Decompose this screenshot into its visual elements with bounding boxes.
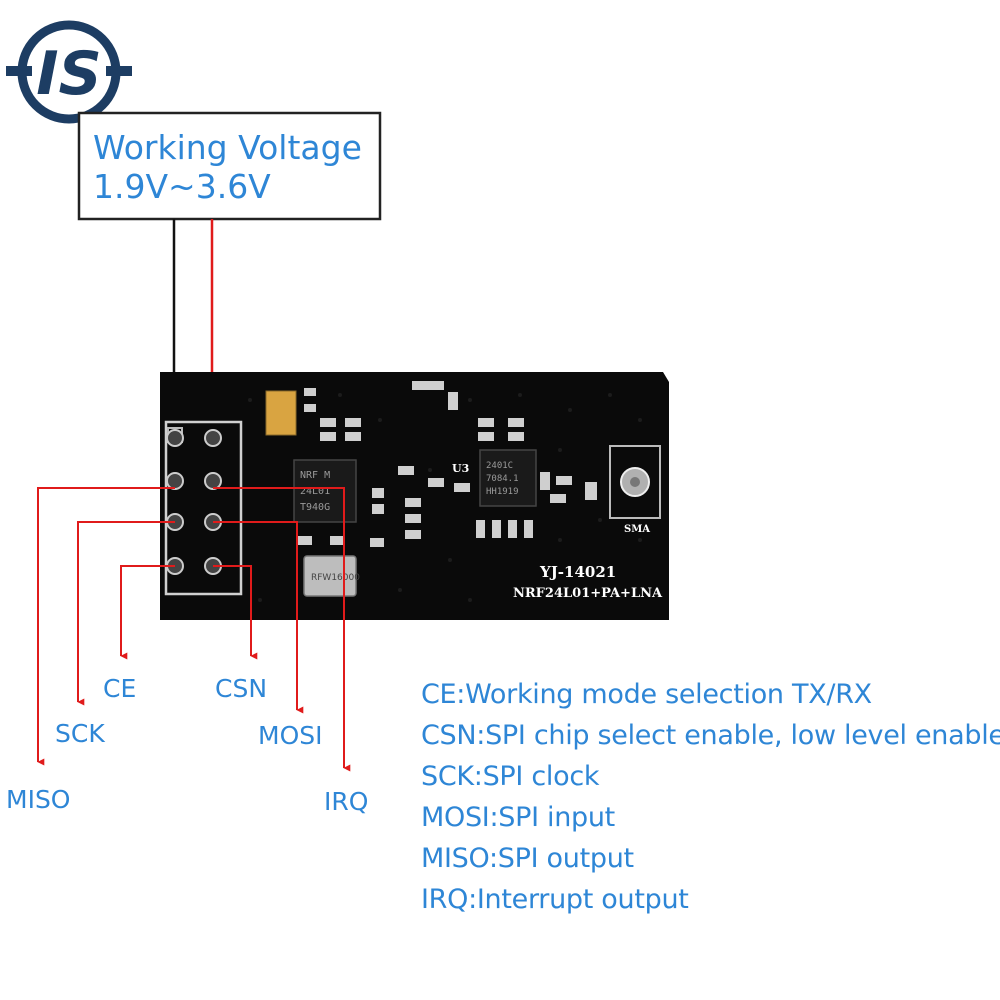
pcb-board: NRF M 24L01 T940G 2401C 7084.1 HH1919 U3…: [160, 372, 669, 620]
wire-mosi: [213, 521, 304, 714]
logo-text: IS: [36, 39, 102, 109]
label-mosi: MOSI: [258, 721, 323, 750]
antenna-label: SMA: [624, 524, 650, 535]
voltage-box: Working Voltage 1.9V~3.6V: [77, 111, 382, 221]
label-sck: SCK: [55, 719, 105, 748]
legend-irq: IRQ:Interrupt output: [421, 884, 689, 915]
board-name-label: NRF24L01+PA+LNA: [513, 586, 663, 601]
chip1-line-3: T940G: [300, 502, 330, 513]
chip1-line-1: NRF M: [300, 470, 330, 481]
wire-csn: [213, 565, 258, 660]
legend-sck: SCK:SPI clock: [421, 761, 600, 792]
chip2-line-3: HH1919: [486, 487, 519, 497]
wire-sck: [77, 521, 175, 706]
chip1-line-2: 24L01: [300, 486, 330, 497]
legend-ce: CE:Working mode selection TX/RX: [421, 679, 872, 710]
label-ce: CE: [103, 674, 136, 703]
crystal-label: RFW16000: [311, 573, 360, 583]
label-csn: CSN: [215, 674, 267, 703]
signal-wires: [37, 487, 351, 772]
voltage-title: Working Voltage: [93, 128, 362, 167]
wire-irq: [213, 487, 351, 772]
wire-miso: [37, 487, 175, 766]
wire-ce: [120, 565, 175, 660]
pin-legend: CE:Working mode selection TX/RX CSN:SPI …: [421, 674, 1000, 920]
legend-csn: CSN:SPI chip select enable, low level en…: [421, 720, 1000, 751]
label-irq: IRQ: [324, 787, 368, 816]
u3-label: U3: [452, 462, 469, 475]
legend-mosi: MOSI:SPI input: [421, 802, 615, 833]
legend-miso: MISO:SPI output: [421, 843, 634, 874]
chip2-line-2: 7084.1: [486, 474, 519, 484]
voltage-range: 1.9V~3.6V: [93, 167, 271, 206]
brand-logo: IS: [6, 20, 132, 124]
board-model-label: YJ-14021: [539, 563, 616, 581]
chip2-line-1: 2401C: [486, 461, 513, 471]
label-miso: MISO: [6, 785, 71, 814]
